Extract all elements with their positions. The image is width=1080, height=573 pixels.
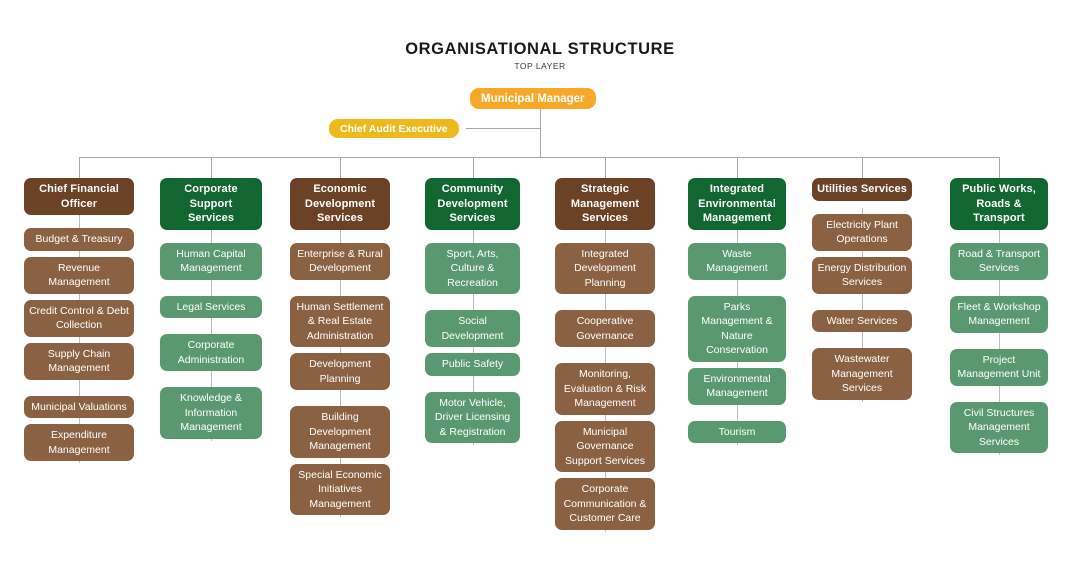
- column-guide-2: [211, 208, 212, 441]
- department-unit[interactable]: Human Capital Management: [160, 242, 262, 280]
- department-unit[interactable]: Fleet & Workshop Management: [950, 295, 1048, 333]
- connector-drop-1: [79, 157, 80, 178]
- node-chief-audit-executive[interactable]: Chief Audit Executive: [329, 119, 459, 138]
- department-unit[interactable]: Waste Management: [688, 242, 786, 280]
- department-header[interactable]: Chief Financial Officer: [24, 178, 134, 215]
- department-unit[interactable]: Revenue Management: [24, 256, 134, 294]
- department-header[interactable]: Corporate Support Services: [160, 178, 262, 230]
- department-unit[interactable]: Credit Control & Debt Collection: [24, 299, 134, 337]
- connector-drop-6: [737, 157, 738, 178]
- node-municipal-manager[interactable]: Municipal Manager: [470, 88, 596, 109]
- department-unit[interactable]: Motor Vehicle, Driver Licensing & Regist…: [425, 391, 520, 443]
- connector-drop-7: [862, 157, 863, 178]
- department-unit[interactable]: Environmental Management: [688, 367, 786, 405]
- department-unit[interactable]: Road & Transport Services: [950, 242, 1048, 280]
- department-unit[interactable]: Electricity Plant Operations: [812, 213, 912, 251]
- connector-drop-8: [999, 157, 1000, 178]
- department-unit[interactable]: Legal Services: [160, 295, 262, 318]
- department-unit[interactable]: Municipal Governance Support Services: [555, 420, 655, 472]
- department-unit[interactable]: Social Development: [425, 310, 520, 347]
- department-unit[interactable]: Tourism: [688, 420, 786, 443]
- department-unit[interactable]: Corporate Administration: [160, 334, 262, 371]
- connector-drop-4: [473, 157, 474, 178]
- department-unit[interactable]: Civil Structures Management Services: [950, 401, 1048, 453]
- department-header[interactable]: Utilities Services: [812, 178, 912, 201]
- department-unit[interactable]: Supply Chain Management: [24, 342, 134, 380]
- department-header[interactable]: Public Works, Roads & Transport: [950, 178, 1048, 230]
- department-unit[interactable]: Budget & Treasury: [24, 228, 134, 251]
- connector-cae-branch: [466, 128, 541, 129]
- column-guide-7: [862, 208, 863, 402]
- department-unit[interactable]: Parks Management & Nature Conservation: [688, 295, 786, 362]
- department-unit[interactable]: Special Economic Initiatives Management: [290, 463, 390, 515]
- title-block: ORGANISATIONAL STRUCTURE TOP LAYER: [0, 40, 1080, 72]
- connector-drop-2: [211, 157, 212, 178]
- page-title: ORGANISATIONAL STRUCTURE: [405, 40, 675, 58]
- department-unit[interactable]: Knowledge & Information Management: [160, 387, 262, 439]
- department-unit[interactable]: Expenditure Management: [24, 424, 134, 461]
- department-unit[interactable]: Sport, Arts, Culture & Recreation: [425, 242, 520, 294]
- department-header[interactable]: Integrated Environmental Management: [688, 178, 786, 230]
- department-unit[interactable]: Municipal Valuations: [24, 395, 134, 418]
- department-unit[interactable]: Integrated Development Planning: [555, 242, 655, 294]
- department-unit[interactable]: Water Services: [812, 309, 912, 332]
- department-unit[interactable]: Enterprise & Rural Development: [290, 242, 390, 280]
- department-header[interactable]: Strategic Management Services: [555, 178, 655, 230]
- connector-drop-3: [340, 157, 341, 178]
- department-unit[interactable]: Corporate Communication & Customer Care: [555, 478, 655, 530]
- department-header[interactable]: Community Development Services: [425, 178, 520, 230]
- department-unit[interactable]: Cooperative Governance: [555, 310, 655, 347]
- connector-mm-stem: [540, 109, 541, 158]
- department-unit[interactable]: Building Development Management: [290, 406, 390, 458]
- page-subtitle: TOP LAYER: [514, 61, 566, 71]
- department-unit[interactable]: Public Safety: [425, 353, 520, 376]
- department-unit[interactable]: Project Management Unit: [950, 348, 1048, 386]
- connector-drop-5: [605, 157, 606, 178]
- connector-bus: [79, 157, 999, 158]
- department-unit[interactable]: Energy Distribution Services: [812, 256, 912, 294]
- department-unit[interactable]: Development Planning: [290, 353, 390, 390]
- department-unit[interactable]: Human Settlement & Real Estate Administr…: [290, 295, 390, 347]
- department-unit[interactable]: Wastewater Management Services: [812, 348, 912, 400]
- department-header[interactable]: Economic Development Services: [290, 178, 390, 230]
- department-unit[interactable]: Monitoring, Evaluation & Risk Management: [555, 363, 655, 415]
